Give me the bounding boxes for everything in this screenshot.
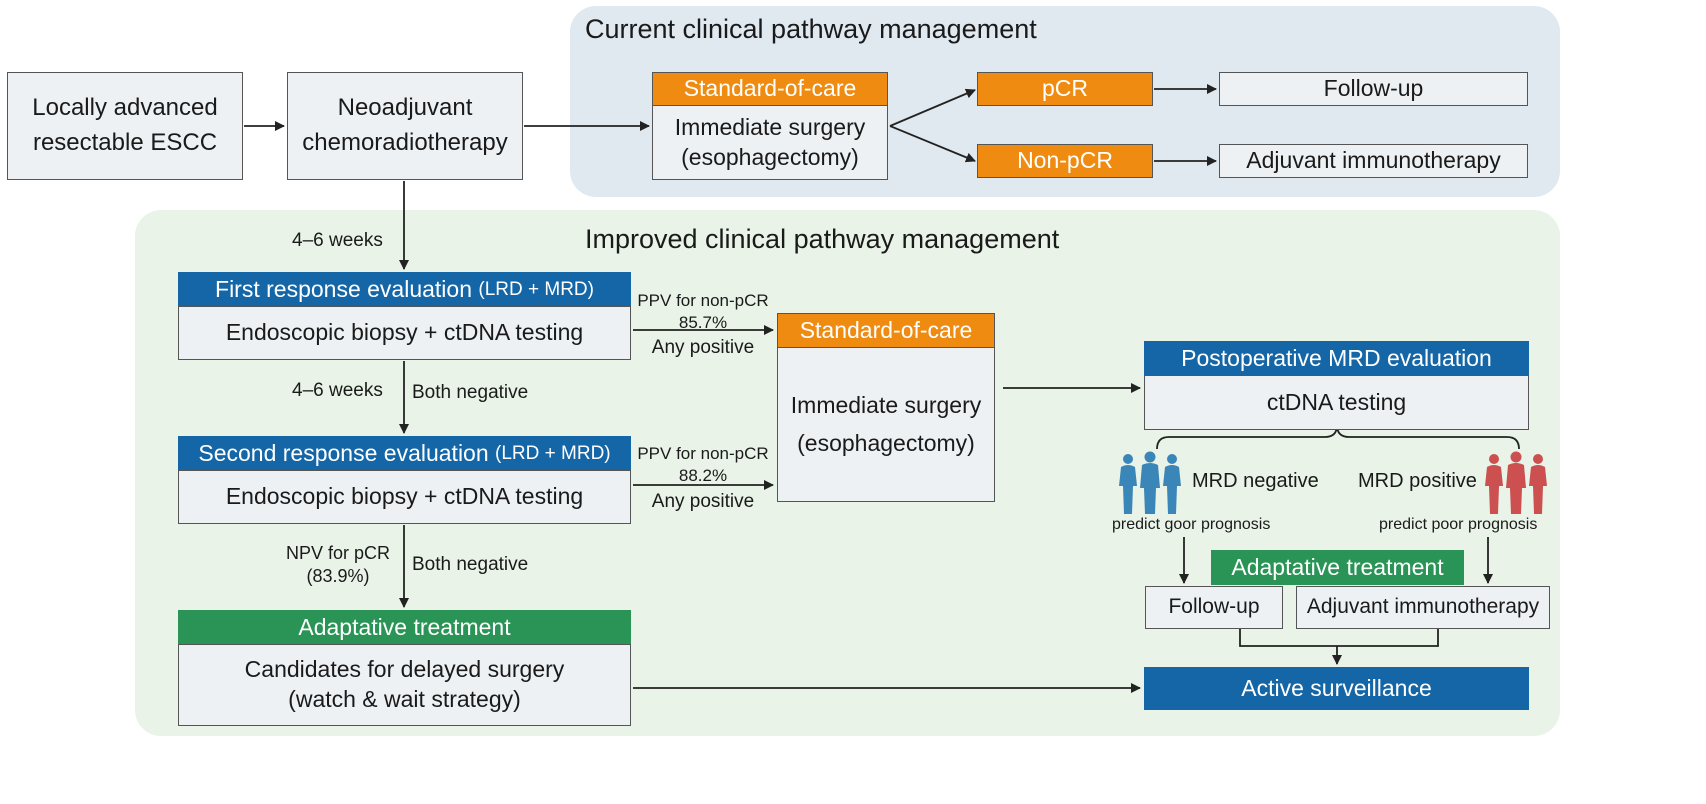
weeks-label-2: 4–6 weeks — [292, 380, 383, 401]
improved-soc-body: Immediate surgery (esophagectomy) — [777, 347, 995, 502]
npv-text: NPV for pCR — [285, 543, 391, 563]
any-positive-label-1: Any positive — [651, 337, 755, 358]
ppv-2-text: PPV for non-pCR — [637, 444, 769, 463]
current-adjuvant-box: Adjuvant immunotherapy — [1219, 144, 1528, 178]
ppv-1-text: PPV for non-pCR — [637, 291, 769, 310]
both-negative-label-2: Both negative — [412, 554, 529, 575]
any-positive-label-2: Any positive — [651, 491, 755, 512]
current-pathway-title: Current clinical pathway management — [585, 14, 1037, 44]
first-eval-header: First response evaluation (LRD + MRD) — [178, 272, 631, 307]
adaptive-treatment-header: Adaptative treatment — [178, 610, 631, 645]
second-eval-header-text: Second response evaluation — [198, 439, 489, 466]
pcr-box: pCR — [977, 72, 1153, 106]
ppv-1-label: PPV for non-pCR 85.7% — [633, 290, 773, 334]
neoadjuvant-chemoradiotherapy-box: Neoadjuvant chemoradiotherapy — [287, 72, 523, 180]
current-soc-header: Standard-of-care — [652, 72, 888, 106]
first-eval-header-text: First response evaluation — [215, 275, 472, 302]
current-follow-up-box: Follow-up — [1219, 72, 1528, 106]
ppv-2-value: 88.2% — [678, 466, 728, 486]
ppv-1-value: 85.7% — [678, 313, 728, 333]
mrd-negative-people-icon — [1119, 451, 1181, 514]
first-eval-body: Endoscopic biopsy + ctDNA testing — [178, 306, 631, 360]
weeks-label-1: 4–6 weeks — [292, 230, 383, 251]
mrd-negative-label: MRD negative — [1192, 470, 1319, 492]
npv-label: NPV for pCR (83.9%) — [280, 542, 396, 589]
second-eval-header-tag: (LRD + MRD) — [495, 442, 611, 464]
improved-soc-header: Standard-of-care — [777, 313, 995, 348]
improved-pathway-title: Improved clinical pathway management — [585, 224, 1060, 254]
improved-follow-up-box: Follow-up — [1145, 586, 1283, 629]
postop-mrd-header: Postoperative MRD evaluation — [1144, 341, 1529, 376]
locally-advanced-escc-box: Locally advanced resectable ESCC — [7, 72, 243, 180]
improved-adjuvant-box: Adjuvant immunotherapy — [1296, 586, 1550, 629]
both-negative-label-1: Both negative — [412, 382, 529, 403]
npv-value: (83.9%) — [306, 566, 370, 587]
mrd-positive-label: MRD positive — [1358, 470, 1477, 492]
second-eval-header: Second response evaluation (LRD + MRD) — [178, 436, 631, 471]
non-pcr-box: Non-pCR — [977, 144, 1153, 178]
current-soc-body: Immediate surgery (esophagectomy) — [652, 105, 888, 180]
adaptive-treatment-body: Candidates for delayed surgery (watch & … — [178, 644, 631, 726]
second-eval-body: Endoscopic biopsy + ctDNA testing — [178, 470, 631, 524]
predict-good-label: predict goor prognosis — [1112, 516, 1271, 533]
active-surveillance-box: Active surveillance — [1144, 667, 1529, 710]
ppv-2-label: PPV for non-pCR 88.2% — [633, 443, 773, 487]
adaptive-treatment-header-2: Adaptative treatment — [1211, 550, 1464, 585]
predict-poor-label: predict poor prognosis — [1379, 516, 1538, 533]
first-eval-header-tag: (LRD + MRD) — [478, 278, 594, 300]
postop-mrd-body: ctDNA testing — [1144, 375, 1529, 430]
mrd-positive-people-icon — [1485, 451, 1547, 514]
